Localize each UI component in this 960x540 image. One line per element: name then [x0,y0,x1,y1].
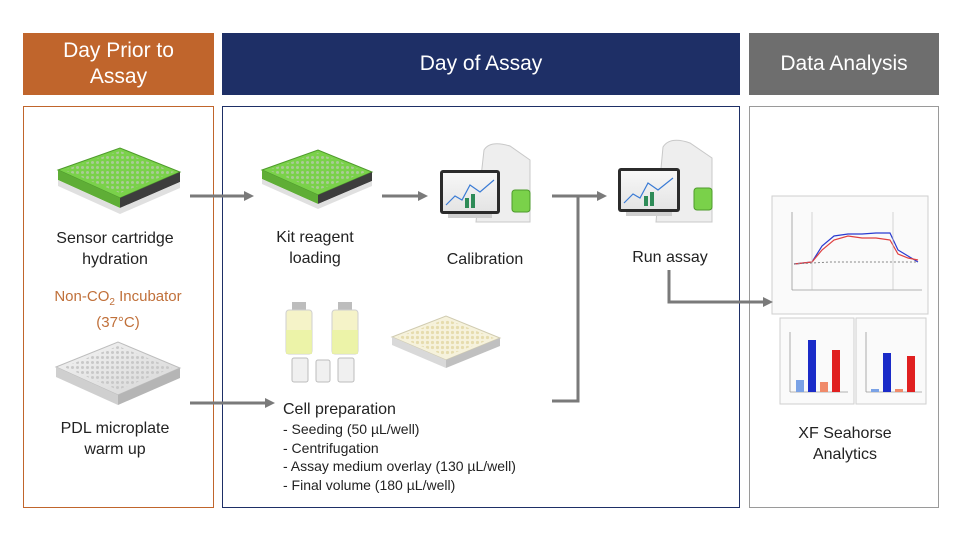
label-seahorse-analytics: XF Seahorse Analytics [798,425,892,463]
label-sensor-hydration: Sensor cartridge hydration [56,230,174,268]
cell-prep-item: - Seeding (50 µL/well) [283,421,420,437]
results-chart-icon [771,195,929,405]
cell-prep-item: - Centrifugation [283,439,379,456]
microplate-icon [54,341,182,405]
label-calibration: Calibration [446,251,524,268]
header-day-of-assay-label: Day of Assay [419,52,543,75]
label-run-assay: Run assay [632,249,708,266]
media-bottles-icon [285,302,359,383]
arrow-run-to-analysis [667,270,773,307]
microplate-icon [390,315,502,368]
seahorse-analyzer-icon [440,143,531,223]
flow-arrows [190,191,773,408]
kit-cartridge-icon [260,149,374,209]
panel-data-analysis [749,106,939,508]
header-data-analysis-label: Data Analysis [780,52,908,75]
header-day-prior: Day Prior to Assay [23,33,214,95]
header-data-analysis: Data Analysis [749,33,939,95]
seahorse-analyzer-icon [618,139,713,223]
label-kit-loading: Kit reagent loading [276,229,354,267]
label-incubator: Non-CO2 Incubator (37°C) [54,288,182,331]
cell-prep-item: - Final volume (180 µL/well) [283,476,456,493]
label-pdl-warm-up: PDL microplate warm up [60,420,170,458]
header-day-prior-label: Day Prior to Assay [63,39,174,88]
arrow-merge-to-run-assay [552,191,607,403]
panel-day-prior [23,106,214,508]
header-day-of-assay: Day of Assay [222,33,740,95]
sensor-cartridge-icon [56,147,182,214]
cell-prep-item: - Assay medium overlay (130 µL/well) [283,458,516,474]
cell-prep-title: Cell preparation [283,401,396,418]
panel-day-of-assay [222,106,740,508]
cell-preparation-list: Cell preparation - Seeding (50 µL/well) … [283,399,573,494]
